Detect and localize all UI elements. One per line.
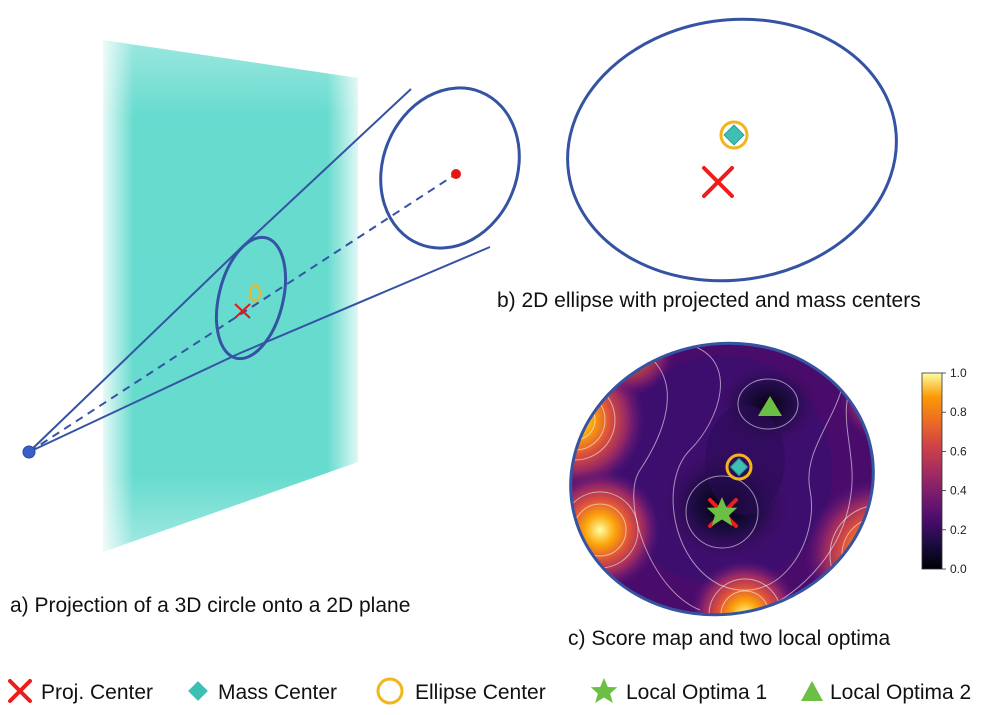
legend-label: Local Optima 1 [626,681,767,704]
legend-item-local-optima-2: Local Optima 2 [801,681,971,704]
legend-label: Ellipse Center [415,681,546,704]
colorbar-tick-label: 1.0 [950,366,967,380]
proj-center-small-marker [234,303,251,319]
legend-item-proj-center: Proj. Center [8,679,153,704]
3d-circle [379,86,521,250]
panel-c-score-map: 0.0 0.2 0.4 0.6 0.8 1.0 c) Score map and two … [545,315,967,650]
ellipse-center-marker-c [725,453,753,481]
circle-center-point [451,169,461,179]
local-optima-2-marker [758,396,782,416]
star-icon [590,678,618,703]
proj-center-marker [702,166,734,198]
2d-ellipse [566,17,898,283]
circle-icon [376,677,404,705]
mass-center-marker [723,124,745,146]
projected-ellipse [215,235,287,361]
cone-line [237,246,491,355]
ray-center-dashed [28,173,457,453]
caption-a: a) Projection of a 3D circle onto a 2D p… [10,594,410,617]
triangle-icon [801,681,823,701]
mass-center-marker-c [729,457,749,477]
legend-label: Mass Center [218,681,337,704]
colorbar-tick-label: 0.6 [950,444,967,458]
caption-c: c) Score map and two local optima [568,627,890,650]
caption-b: b) 2D ellipse with projected and mass ce… [497,289,921,312]
colorbar: 0.0 0.2 0.4 0.6 0.8 1.0 [921,366,967,576]
legend-label: Proj. Center [41,681,153,704]
colorbar-tick-label: 0.2 [950,523,967,537]
colorbar-tick-label: 0.4 [950,484,967,498]
ellipse-center-small-marker [249,284,261,302]
colorbar-tick-label: 0.0 [950,562,967,576]
panel-a-projection: a) Projection of a 3D circle onto a 2D p… [10,40,521,617]
colorbar-tick-label: 0.8 [950,405,967,419]
panel-b-ellipse: b) 2D ellipse with projected and mass ce… [497,17,921,312]
legend-item-mass-center: Mass Center [188,681,337,704]
diamond-icon [188,681,208,701]
ray-line [28,353,239,453]
local-optima-1-marker [706,497,738,526]
legend-label: Local Optima 2 [830,681,971,704]
cone-line [243,88,412,246]
legend: Proj. Center Mass Center Ellipse Center … [8,677,971,705]
cross-icon [8,679,32,703]
legend-item-local-optima-1: Local Optima 1 [590,678,767,704]
ellipse-center-marker [719,120,749,150]
ray-line [28,244,245,453]
legend-item-ellipse-center: Ellipse Center [376,677,546,705]
score-map-border [569,341,875,617]
camera-point [22,445,36,459]
